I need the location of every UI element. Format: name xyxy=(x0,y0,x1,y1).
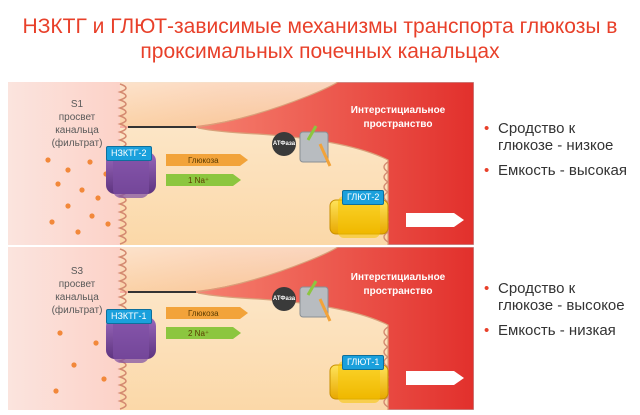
panel-s1: S1 просвет канальца (фильтрат) Интерстиц… xyxy=(8,82,474,245)
interstitial-label: Интерстициальное пространство xyxy=(338,271,458,299)
sglt-tag: НЗКТГ-2 xyxy=(106,146,152,161)
lumen-label: S1 просвет канальца (фильтрат) xyxy=(42,98,112,150)
glucose-dots xyxy=(45,157,111,235)
segment-label: S1 xyxy=(70,99,84,110)
panel-s3-properties: Сродство к глюкозе - высокое Емкость - н… xyxy=(484,280,634,347)
page-title: НЗКТГ и ГЛЮТ-зависимые механизмы транспо… xyxy=(0,14,640,64)
glucose-label: Глюкоза xyxy=(188,156,219,165)
glucose-dots xyxy=(53,330,107,394)
glut-tag: ГЛЮТ-2 xyxy=(342,190,385,205)
sodium-arrow xyxy=(166,174,241,186)
glucose-arrow xyxy=(166,154,248,166)
atpase-pump xyxy=(272,280,332,322)
epithelial-cell xyxy=(120,247,388,410)
title-line-1: НЗКТГ и ГЛЮТ-зависимые механизмы транспо… xyxy=(22,15,618,38)
atpase-pump xyxy=(272,125,332,167)
lumen-label-line-2: канальца xyxy=(55,125,99,136)
glut-transporter xyxy=(329,361,389,403)
panel-s3: S3 просвет канальца (фильтрат) Интерстиц… xyxy=(8,247,474,410)
panel-s3-illustration xyxy=(8,247,474,410)
panel-s1-properties: Сродство к глюкозе - низкое Емкость - вы… xyxy=(484,120,634,187)
tubule-lumen xyxy=(8,82,120,245)
exit-arrow xyxy=(406,371,464,385)
glut-tag: ГЛЮТ-1 xyxy=(342,355,385,370)
sglt-transporter xyxy=(106,313,156,363)
interstitial-label: Интерстициальное пространство xyxy=(338,104,458,132)
upper-cell xyxy=(120,247,338,291)
atpase-label: АТФаза xyxy=(272,296,296,302)
lumen-label-line-3: (фильтрат) xyxy=(51,305,103,316)
sodium-label: 1 Na⁺ xyxy=(188,176,210,185)
affinity-bullet: Сродство к глюкозе - высокое xyxy=(484,280,634,314)
lumen-label-line-2: канальца xyxy=(55,292,99,303)
upper-cell xyxy=(120,82,338,126)
affinity-bullet: Сродство к глюкозе - низкое xyxy=(484,120,634,154)
lumen-label-line-1: просвет xyxy=(58,279,96,290)
epithelial-cell xyxy=(120,82,388,245)
lumen-label-line-3: (фильтрат) xyxy=(51,138,103,149)
glut-transporter xyxy=(329,196,389,238)
interstitial-label-line-1: Интерстициальное xyxy=(350,105,446,116)
interstitial-label-line-1: Интерстициальное xyxy=(350,272,446,283)
interstitial-label-line-2: пространство xyxy=(363,286,433,297)
capacity-bullet: Емкость - высокая xyxy=(484,162,634,179)
sodium-label: 2 Na⁺ xyxy=(188,329,210,338)
sglt-tag: НЗКТГ-1 xyxy=(106,309,152,324)
segment-label: S3 xyxy=(70,266,84,277)
title-line-2: проксимальных почечных канальцах xyxy=(140,40,500,63)
panel-s1-illustration xyxy=(8,82,474,245)
sodium-arrow xyxy=(166,327,241,339)
exit-arrow xyxy=(406,213,464,227)
atpase-label: АТФаза xyxy=(272,141,296,147)
interstitial-label-line-2: пространство xyxy=(363,119,433,130)
tubule-lumen xyxy=(8,247,120,410)
lumen-label-line-1: просвет xyxy=(58,112,96,123)
capacity-bullet: Емкость - низкая xyxy=(484,322,634,339)
glucose-arrow xyxy=(166,307,248,319)
glucose-label: Глюкоза xyxy=(188,309,219,318)
lumen-label: S3 просвет канальца (фильтрат) xyxy=(42,265,112,317)
